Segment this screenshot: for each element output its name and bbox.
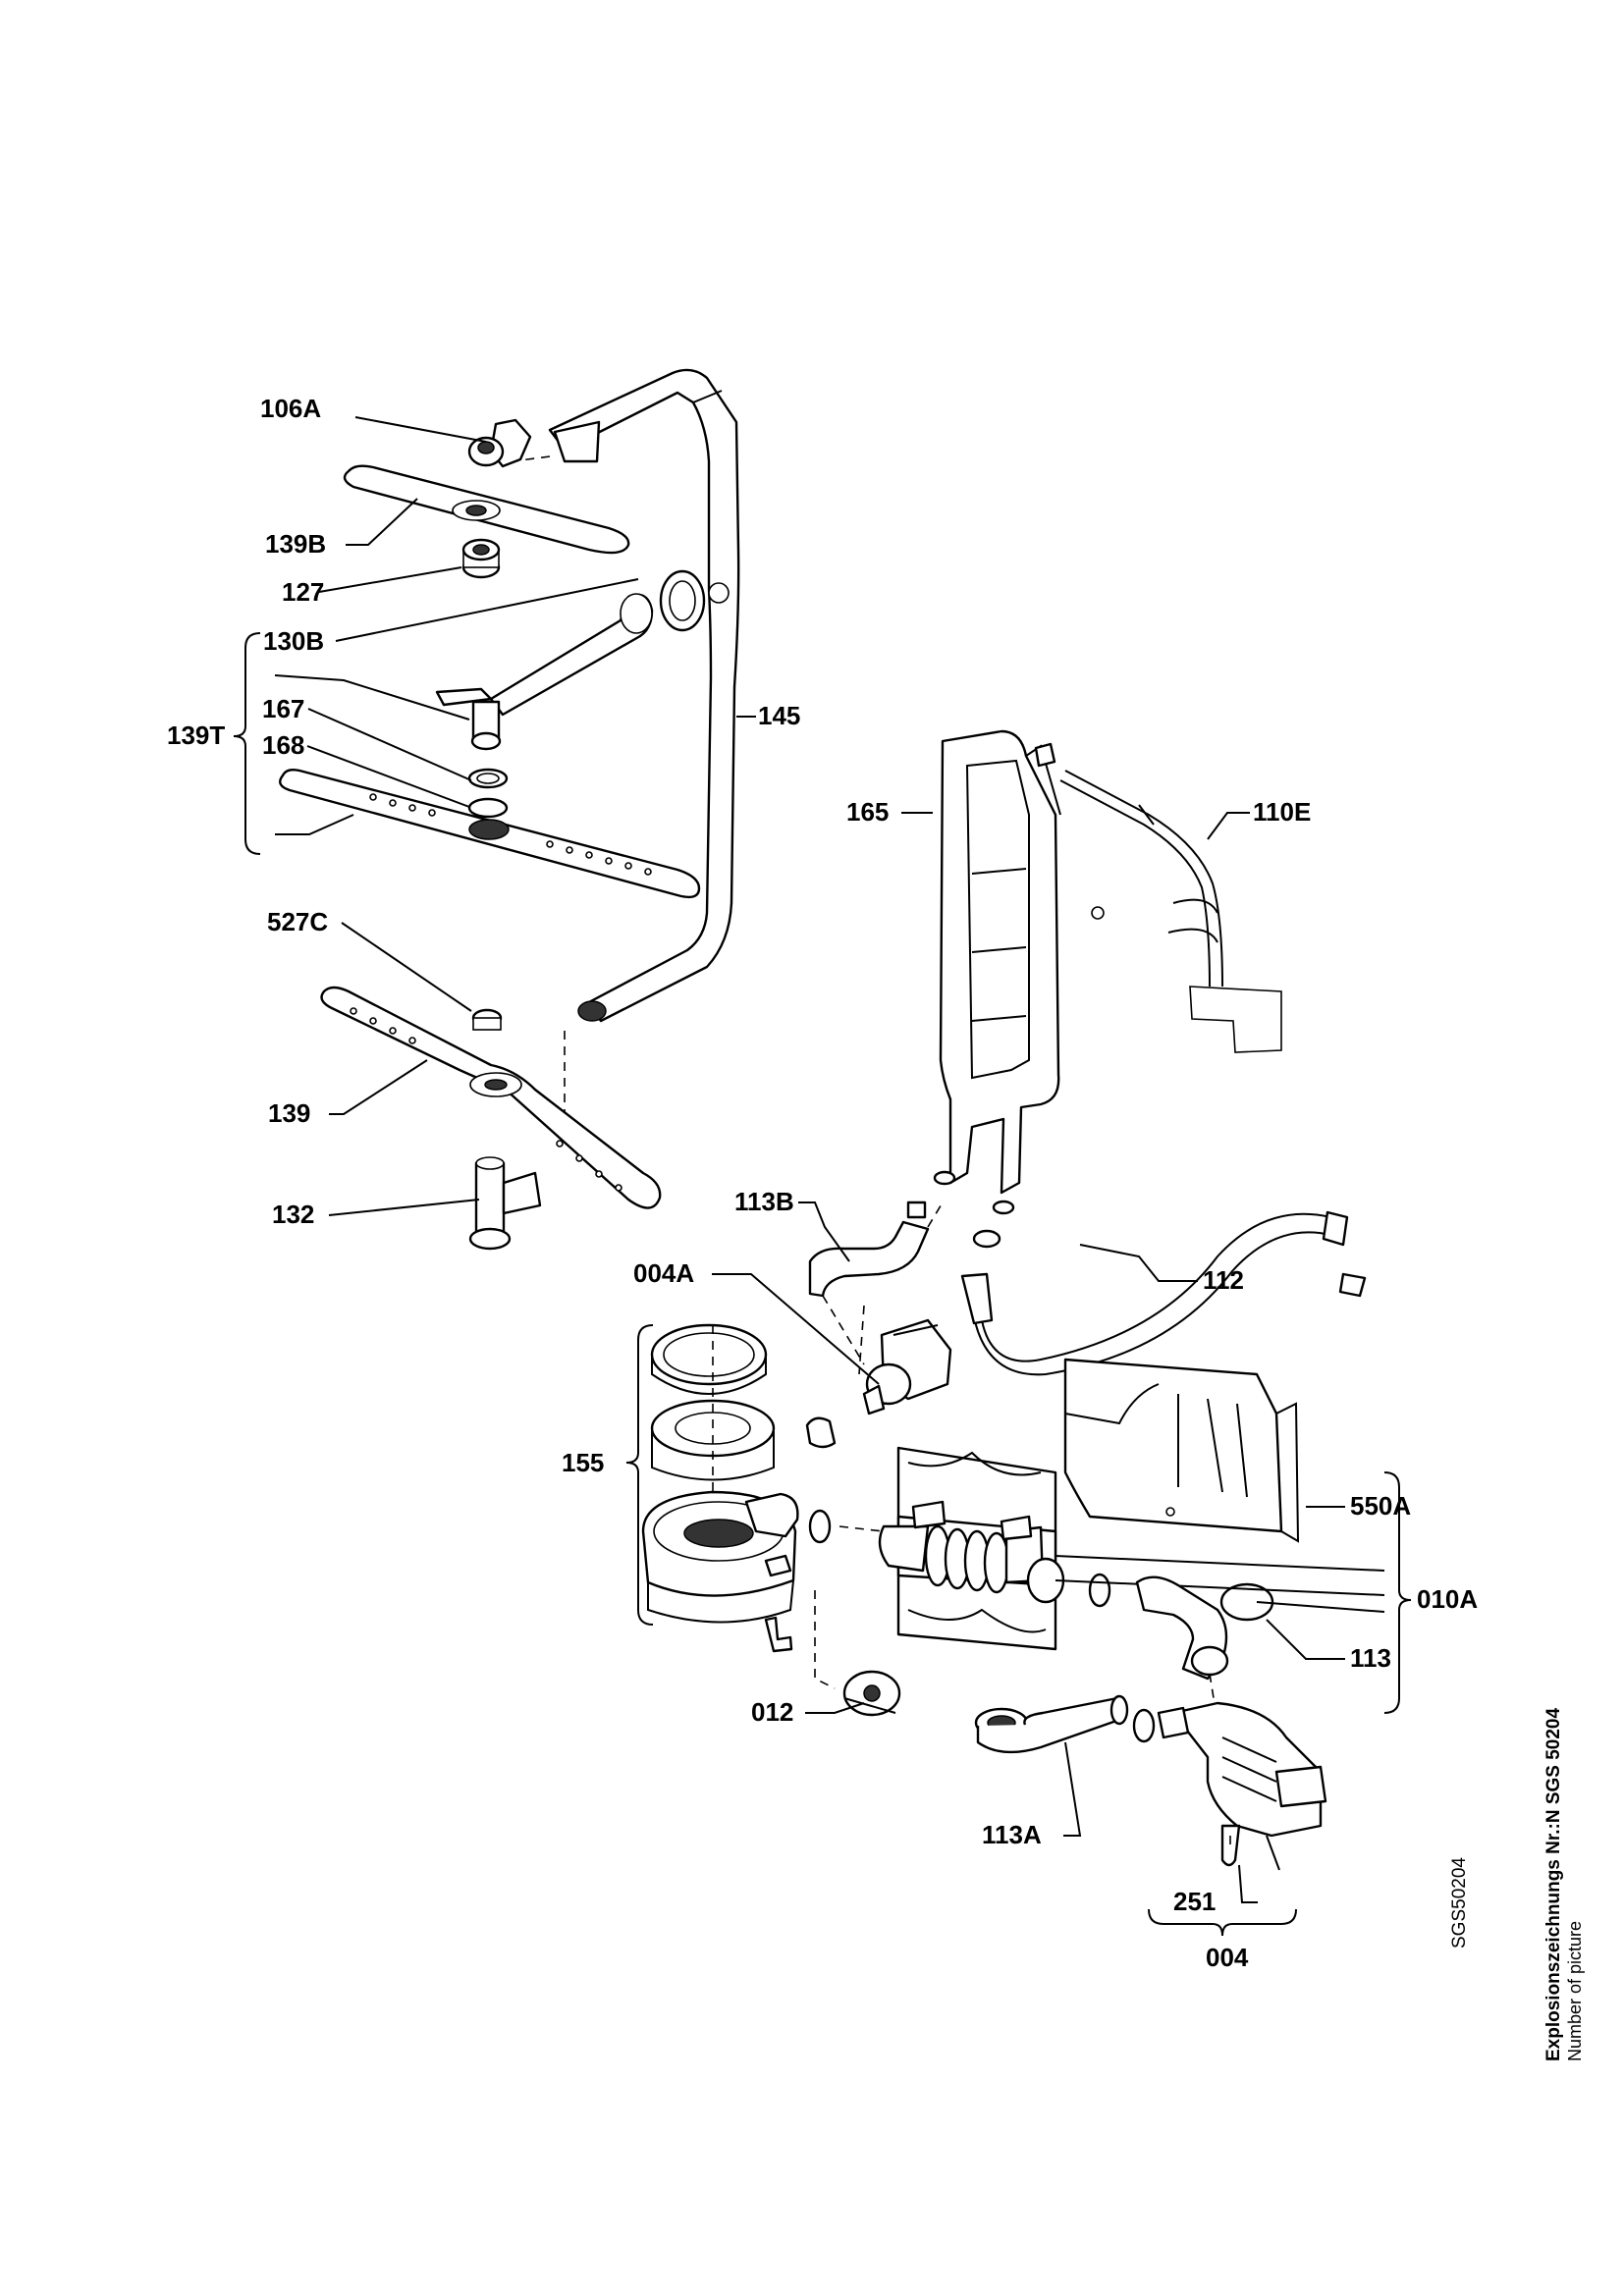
label-251: 251 [1173, 1887, 1216, 1916]
hose-clamps [808, 1509, 1274, 1743]
label-155: 155 [562, 1448, 604, 1477]
upper-spray-arm-assembly [343, 418, 706, 632]
label-167: 167 [262, 694, 304, 723]
label-106a: 106A [260, 394, 321, 423]
hose-110e [1059, 770, 1282, 1053]
label-010a: 010A [1417, 1584, 1478, 1614]
hose-113b [808, 1201, 944, 1365]
label-165: 165 [846, 797, 889, 827]
lower-spray-arm-assembly [320, 986, 662, 1251]
label-113b: 113B [734, 1187, 794, 1216]
label-139: 139 [268, 1098, 310, 1128]
picture-code: SGS50204 [1449, 1857, 1470, 1949]
label-550a: 550A [1350, 1491, 1411, 1521]
label-113: 113 [1350, 1643, 1391, 1673]
label-012: 012 [751, 1697, 793, 1727]
grouping-braces [233, 632, 1412, 1937]
drain-hose-113a [974, 1694, 1129, 1754]
intermediate-spray-arm-assembly [279, 593, 701, 899]
label-139t: 139T [167, 721, 225, 750]
label-113a: 113A [982, 1820, 1042, 1849]
pipe-frame-165 [933, 729, 1105, 1215]
label-130b: 130B [263, 626, 324, 656]
label-004a: 004A [633, 1258, 694, 1288]
heater-assembly-010a [878, 1446, 1385, 1651]
label-527c: 527C [267, 907, 328, 936]
drain-pump-004 [1157, 1701, 1327, 1867]
part-labels: 106A 139B 127 130B 139T 167 168 145 527C… [167, 394, 1478, 1972]
hose-112 [960, 1210, 1367, 1376]
label-168: 168 [262, 730, 304, 760]
float-012 [764, 1590, 901, 1717]
number-of-picture-caption: Number of picture [1565, 1920, 1585, 2061]
hose-elbow-113 [1135, 1575, 1229, 1724]
cover-550a [1063, 1358, 1300, 1543]
label-004: 004 [1206, 1943, 1249, 1972]
spray-pipe-145 [512, 368, 740, 1129]
label-127: 127 [282, 577, 324, 607]
label-139b: 139B [265, 529, 326, 559]
label-110e: 110E [1253, 797, 1311, 827]
pressure-valve-004a [805, 1305, 952, 1449]
sump-assembly-155 [641, 1323, 799, 1624]
label-112: 112 [1203, 1265, 1244, 1295]
explosion-drawing-number: Explosionszeichnungs Nr.:N SGS 50204 [1543, 1707, 1564, 2061]
label-145: 145 [758, 701, 800, 730]
leader-lines [274, 416, 1385, 1903]
label-132: 132 [272, 1200, 314, 1229]
